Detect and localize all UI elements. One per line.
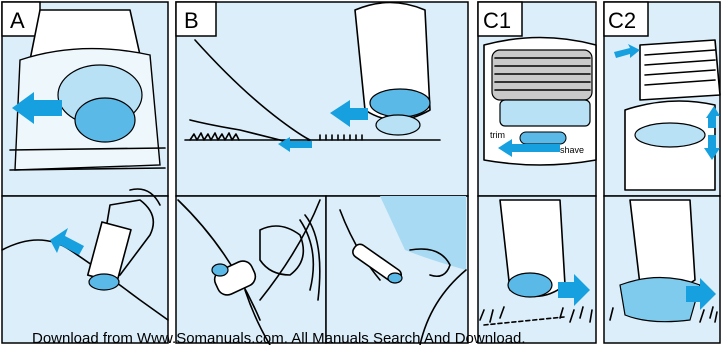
panel-a-label: A bbox=[10, 8, 25, 33]
panel-c1-label: C1 bbox=[483, 8, 511, 33]
trim-label: trim bbox=[490, 130, 505, 140]
panel-a: A bbox=[2, 2, 168, 343]
panel-a-bottom bbox=[2, 196, 168, 343]
panel-c2: C2 bbox=[604, 2, 720, 343]
download-watermark: Download from Www.Somanuals.com. All Man… bbox=[32, 330, 526, 345]
panel-b: B bbox=[176, 2, 468, 345]
comb-attachment bbox=[625, 40, 720, 190]
shave-label: shave bbox=[560, 145, 584, 155]
panel-b-label: B bbox=[184, 8, 199, 33]
panel-c2-label: C2 bbox=[608, 8, 636, 33]
panel-c1: C1 trim shave bbox=[478, 2, 596, 343]
